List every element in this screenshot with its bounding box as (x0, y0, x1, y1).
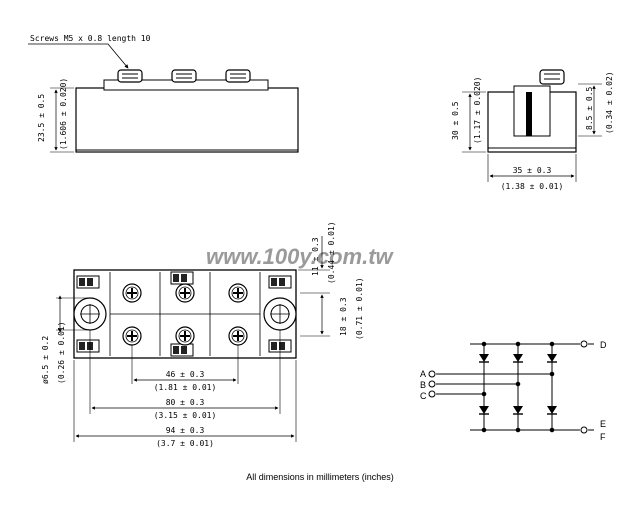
row-pitch-in: (0.71 ± 0.01) (355, 277, 364, 340)
terminal-labels: A B C D E F (420, 340, 607, 442)
terminal-label-e: E (600, 419, 606, 429)
diode-icon (512, 405, 524, 415)
end-body-mm: 8.5 ± 0.5 (585, 86, 594, 130)
top-offset-in: (0.44 ± 0.01) (327, 221, 336, 284)
end-height-in: (1.17 ± 0.020) (473, 77, 482, 144)
screw-head (171, 69, 197, 83)
pitch1-mm: 46 ± 0.3 (166, 370, 205, 379)
end-width-in: (1.38 ± 0.01) (501, 182, 564, 191)
terminal-label-a: A (420, 369, 426, 379)
end-body-in: (0.34 ± 0.02) (605, 71, 614, 134)
diode-icon (478, 353, 490, 363)
diode-icon (546, 353, 558, 363)
terminal-label-c: C (420, 391, 427, 401)
terminal-screw (122, 326, 142, 346)
pitch2-mm: 80 ± 0.3 (166, 398, 205, 407)
row-pitch-mm: 18 ± 0.3 (339, 297, 348, 336)
side-body (75, 87, 299, 153)
terminal-screw (122, 283, 142, 303)
terminal-tab (268, 275, 292, 289)
terminal-label-b: B (420, 380, 426, 390)
hole-dia-in: (0.26 ± 0.01) (57, 321, 66, 384)
diode-icon (478, 405, 490, 415)
screw-callout-label: Screws M5 x 0.8 length 10 (30, 34, 151, 43)
terminal-screw (228, 326, 248, 346)
screw-head (225, 69, 251, 83)
end-view: 30 ± 0.5 (1.17 ± 0.020) 8.5 ± 0.5 (0.34 … (451, 69, 614, 191)
terminal-screw (175, 283, 195, 303)
screw-head (117, 69, 143, 83)
screw-callout-leader (28, 43, 129, 69)
dimensions-caption: All dimensions in millimeters (inches) (246, 472, 394, 482)
overall-in: (3.7 ± 0.01) (156, 439, 214, 448)
hole-dia-mm: ø6.5 ± 0.2 (41, 336, 50, 384)
diode-icon (546, 405, 558, 415)
end-height-mm: 30 ± 0.5 (451, 101, 460, 140)
side-height-in: (1.606 ± 0.020) (59, 78, 68, 150)
terminal-tab (76, 275, 100, 289)
mounting-hole (263, 297, 297, 331)
terminal-tab (170, 271, 194, 285)
watermark: www.100y.com.tw (206, 244, 395, 269)
top-view: 11 ± 0.3 (0.44 ± 0.01) 18 ± 0.3 (0.71 ± … (41, 221, 364, 448)
pitch1-in: (1.81 ± 0.01) (154, 383, 217, 392)
diode-icon (512, 353, 524, 363)
mounting-hole (73, 297, 107, 331)
side-height-mm: 23.5 ± 0.5 (37, 94, 46, 142)
screw-head (539, 69, 565, 85)
bridge-schematic (428, 340, 594, 434)
terminal-screw (175, 326, 195, 346)
terminal-tab (170, 343, 194, 357)
pitch2-in: (3.15 ± 0.01) (154, 411, 217, 420)
end-width-mm: 35 ± 0.3 (513, 166, 552, 175)
side-view: Screws M5 x 0.8 length 10 23.5 ± 0.5 (1.… (28, 34, 299, 153)
top-offset-mm: 11 ± 0.3 (311, 237, 320, 276)
terminal-label-d: D (600, 340, 607, 350)
terminal-screw (228, 283, 248, 303)
terminal-tab (76, 339, 100, 353)
terminal-label-f: F (600, 432, 606, 442)
overall-mm: 94 ± 0.3 (166, 426, 205, 435)
